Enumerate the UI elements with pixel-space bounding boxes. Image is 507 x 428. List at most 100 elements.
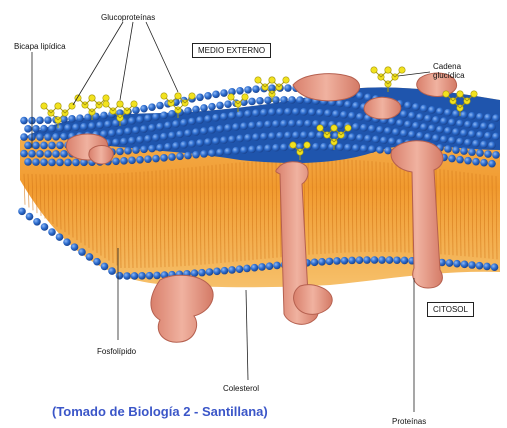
phospholipid-head <box>200 104 208 112</box>
phospholipid-head <box>48 125 56 133</box>
phospholipid-head <box>464 157 472 165</box>
sugar-unit <box>443 91 449 97</box>
phospholipid-head <box>104 120 112 128</box>
phospholipid-head <box>468 261 476 269</box>
phospholipid-head <box>472 158 480 166</box>
phospholipid-head <box>60 150 68 158</box>
phospholipid-head <box>416 113 424 121</box>
phospholipid-head <box>88 122 96 130</box>
phospholipid-head <box>196 139 204 147</box>
phospholipid-head <box>196 93 204 101</box>
phospholipid-head <box>352 123 360 131</box>
phospholipid-head <box>198 269 206 277</box>
phospholipid-head <box>112 138 120 146</box>
phospholipid-head <box>76 114 84 122</box>
phospholipid-head <box>36 150 44 158</box>
phospholipid-head <box>476 113 484 121</box>
phospholipid-head <box>492 151 500 159</box>
phospholipid-head <box>404 102 412 110</box>
phospholipid-head <box>396 119 404 127</box>
phospholipid-head <box>200 150 208 158</box>
sugar-unit <box>103 95 109 101</box>
phospholipid-head <box>212 114 220 122</box>
phospholipid-head <box>456 120 464 128</box>
phospholipid-head <box>401 257 409 265</box>
phospholipid-head <box>424 115 432 123</box>
phospholipid-head <box>132 126 140 134</box>
source-credit: (Tomado de Biología 2 - Santillana) <box>52 404 268 419</box>
phospholipid-head <box>124 127 132 135</box>
protein-bottom-left-coil <box>151 275 213 342</box>
phospholipid-head <box>33 218 41 226</box>
phospholipid-head <box>156 123 164 131</box>
sugar-unit <box>89 95 95 101</box>
sugar-unit <box>175 93 181 99</box>
phospholipid-head <box>460 111 468 119</box>
phospholipid-head <box>408 131 416 139</box>
phospholipid-head <box>460 147 468 155</box>
sugar-unit <box>471 91 477 97</box>
phospholipid-head <box>140 146 148 154</box>
phospholipid-head <box>180 119 188 127</box>
phospholipid-head <box>24 158 32 166</box>
phospholipid-head <box>260 109 268 117</box>
phospholipid-head <box>360 124 368 132</box>
phospholipid-head <box>292 108 300 116</box>
phospholipid-head <box>332 110 340 118</box>
phospholipid-head <box>236 265 244 273</box>
label-proteins: Proteínas <box>392 417 426 426</box>
phospholipid-head <box>260 133 268 141</box>
phospholipid-head <box>264 120 272 128</box>
phospholipid-head <box>472 122 480 130</box>
phospholipid-head <box>356 134 364 142</box>
phospholipid-head <box>480 122 488 130</box>
phospholipid-head <box>488 141 496 149</box>
phospholipid-head <box>276 108 284 116</box>
phospholipid-head <box>376 146 384 154</box>
phospholipid-head <box>56 159 64 167</box>
phospholipid-head <box>108 129 116 137</box>
phospholipid-head <box>224 124 232 132</box>
phospholipid-head <box>63 238 71 246</box>
phospholipid-head <box>228 112 236 120</box>
phospholipid-head <box>44 116 52 124</box>
sugar-unit <box>304 142 310 148</box>
phospholipid-head <box>448 137 456 145</box>
phospholipid-head <box>72 159 80 167</box>
phospholipid-head <box>48 142 56 150</box>
phospholipid-head <box>378 256 386 264</box>
phospholipid-head <box>476 149 484 157</box>
phospholipid-head <box>116 128 124 136</box>
phospholipid-head <box>184 152 192 160</box>
phospholipid-head <box>168 132 176 140</box>
phospholipid-head <box>208 103 216 111</box>
phospholipid-head <box>172 142 180 150</box>
phospholipid-head <box>146 272 154 280</box>
sugar-unit <box>255 77 261 83</box>
phospholipid-head <box>188 118 196 126</box>
phospholipid-head <box>192 106 200 114</box>
phospholipid-head <box>393 256 401 264</box>
phospholipid-head <box>472 140 480 148</box>
phospholipid-head <box>228 266 236 274</box>
protein-bottom-center-coil <box>294 285 333 315</box>
phospholipid-head <box>224 148 232 156</box>
phospholipid-head <box>240 146 248 154</box>
phospholipid-head <box>480 159 488 167</box>
phospholipid-head <box>32 158 40 166</box>
phospholipid-head <box>68 115 76 123</box>
phospholipid-head <box>461 261 469 269</box>
phospholipid-head <box>212 137 220 145</box>
phospholipid-head <box>468 148 476 156</box>
phospholipid-head <box>456 138 464 146</box>
phospholipid-head <box>152 134 160 142</box>
phospholipid-head <box>86 253 94 261</box>
phospholipid-head <box>64 124 72 132</box>
phospholipid-head <box>400 129 408 137</box>
phospholipid-head <box>20 150 28 158</box>
phospholipid-head <box>258 263 266 271</box>
phospholipid-head <box>20 117 28 125</box>
phospholipid-head <box>48 228 56 236</box>
phospholipid-head <box>56 142 64 150</box>
